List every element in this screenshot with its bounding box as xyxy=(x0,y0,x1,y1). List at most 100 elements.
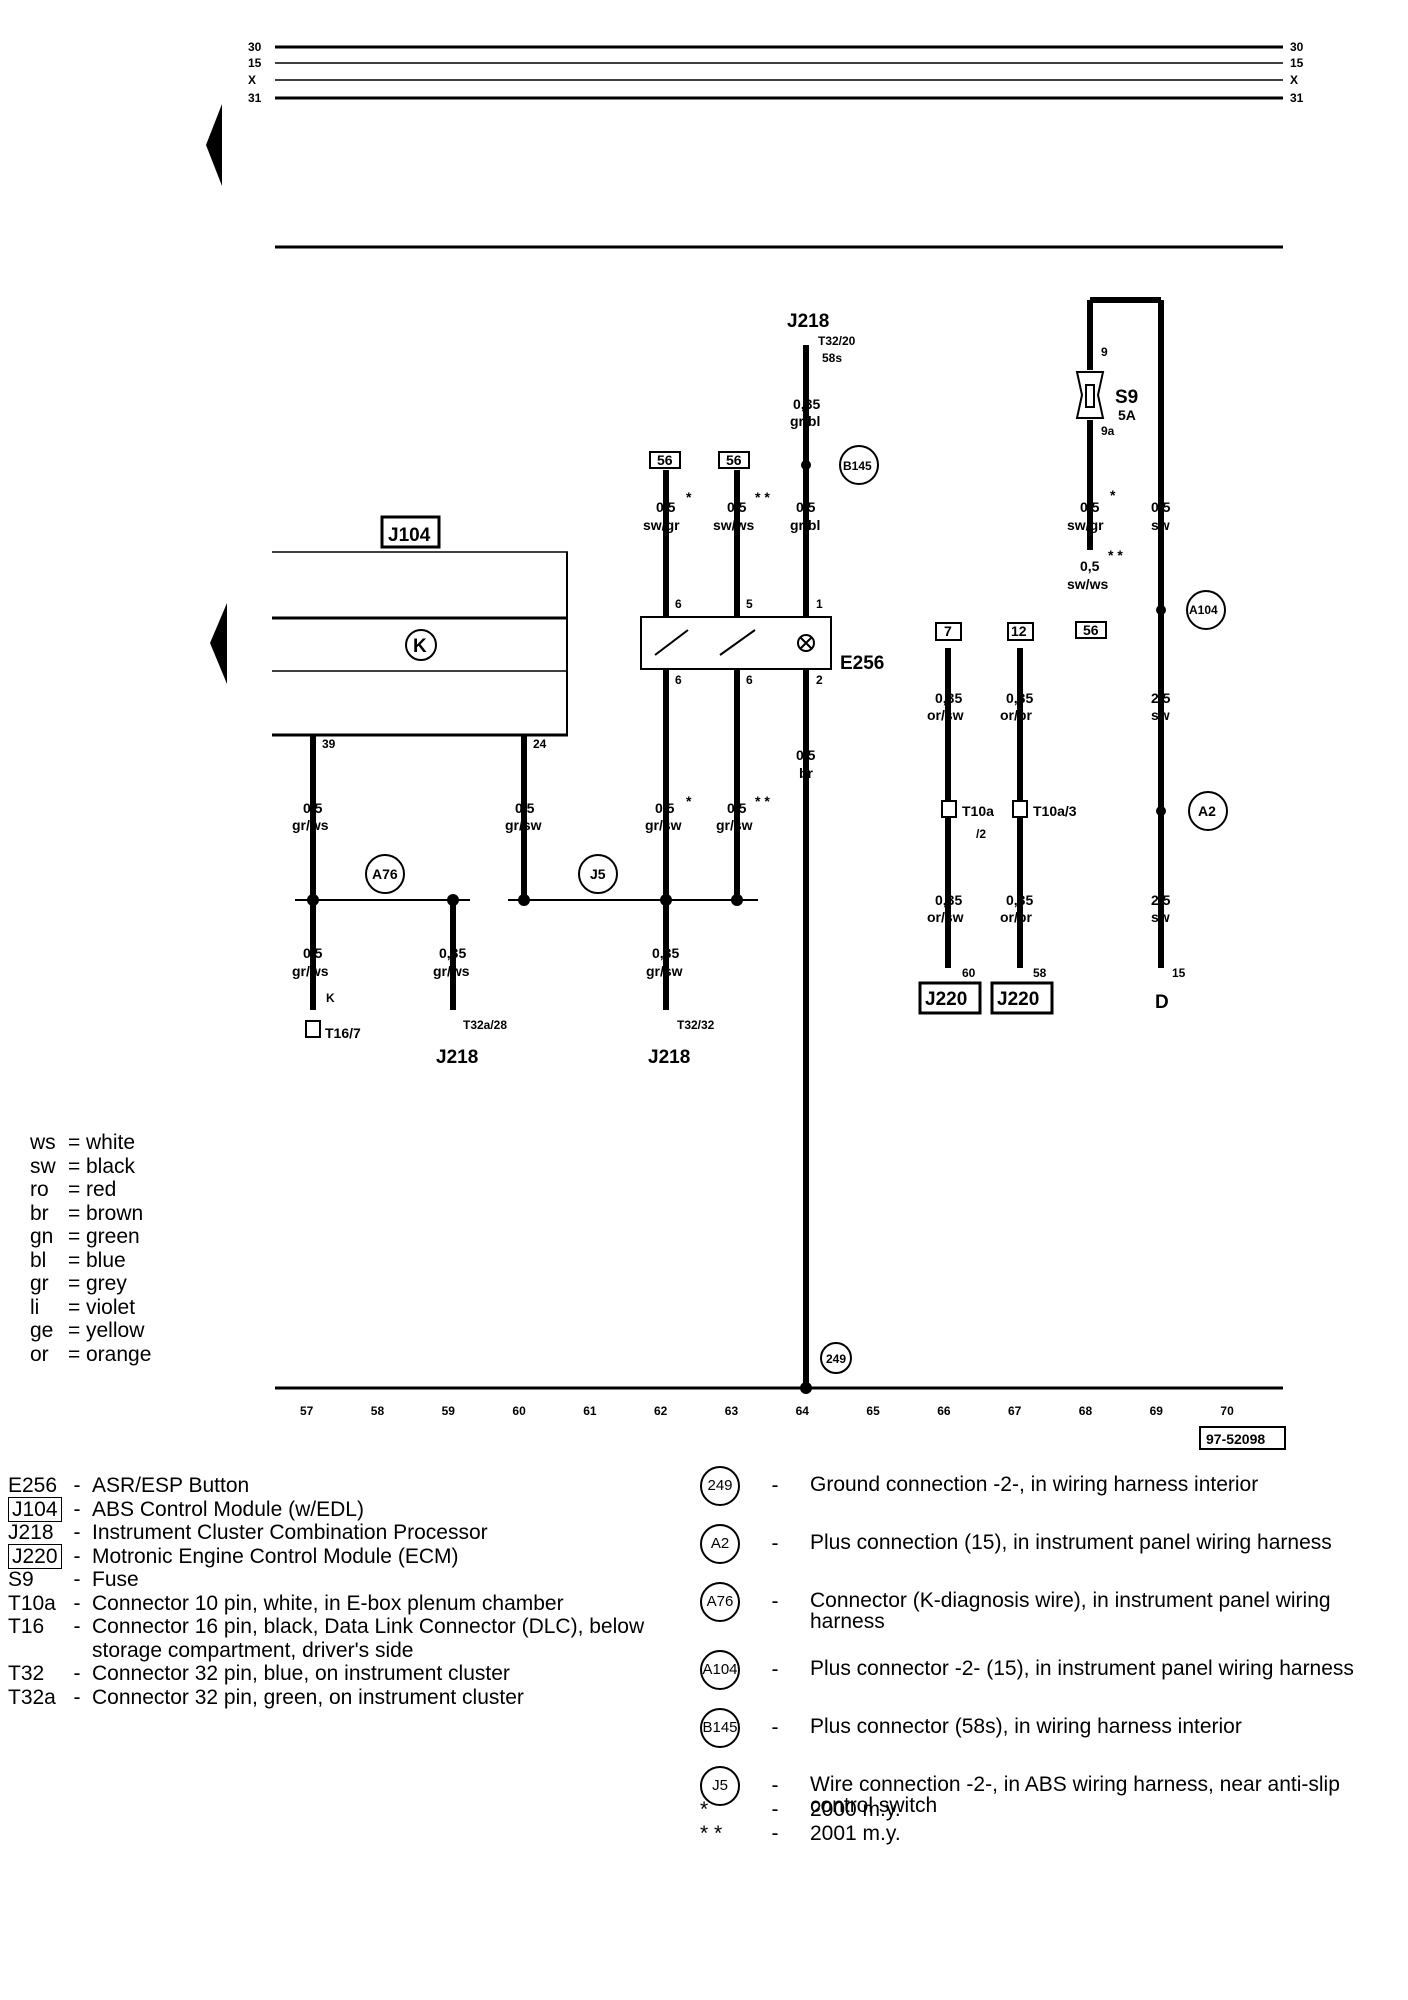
component-legend-row: J220-Motronic Engine Control Module (ECM… xyxy=(8,1543,698,1569)
pin-t32-32: T32/32 xyxy=(677,1018,715,1032)
color-name: blue xyxy=(86,1248,126,1272)
color-name: white xyxy=(86,1131,136,1154)
component-desc: Connector 32 pin, blue, on instrument cl… xyxy=(92,1662,510,1685)
component-legend-row: T16-Connector 16 pin, black, Data Link C… xyxy=(8,1615,698,1662)
wire-size-6: 0,5 xyxy=(796,499,816,515)
color-abbr: ws xyxy=(30,1131,56,1154)
pin-t10a-3: T10a/3 xyxy=(1033,803,1077,819)
wire-color-10: sw/gr xyxy=(1067,517,1104,533)
dash: - xyxy=(771,1821,779,1845)
component-code-text: T10a xyxy=(8,1591,56,1615)
component-desc: Fuse xyxy=(92,1568,139,1591)
pin-9: 9 xyxy=(1101,345,1108,359)
connection-legend-row: A104-Plus connector -2- (15), in instrum… xyxy=(700,1650,1400,1690)
dash: - xyxy=(73,1544,81,1568)
pin-t10a-2: T10a xyxy=(962,803,994,819)
connector-249: 249 xyxy=(826,1352,846,1366)
component-code-text: J218 xyxy=(8,1521,54,1544)
color-abbr: ge xyxy=(30,1319,54,1342)
pin-t32a-28: T32a/28 xyxy=(463,1018,507,1032)
note-symbol: * * xyxy=(700,1821,723,1845)
star-2: * * xyxy=(755,489,770,505)
component-code: J218 xyxy=(8,1521,62,1545)
connection-desc: Plus connector (58s), in wiring harness … xyxy=(810,1715,1242,1738)
pin-t16-7: T16/7 xyxy=(325,1025,361,1041)
dash: - xyxy=(771,1532,779,1555)
wire-size-7: 0,5 xyxy=(796,747,816,763)
equals-sign: = xyxy=(68,1178,81,1201)
box-56-b: 56 xyxy=(726,452,742,468)
wire-size-10: 0,5 xyxy=(1080,499,1100,515)
ground-number-68: 68 xyxy=(1079,1404,1093,1418)
component-code-text: T32 xyxy=(8,1662,45,1685)
component-code-text: T32a xyxy=(8,1685,56,1709)
component-legend-row: J104-ABS Control Module (w/EDL) xyxy=(8,1496,698,1522)
color-legend-row: ro=red xyxy=(30,1178,250,1202)
equals-sign: = xyxy=(68,1248,81,1272)
connector-a104: A104 xyxy=(1189,603,1218,617)
connection-code: A104 xyxy=(700,1650,740,1690)
ground-number-66: 66 xyxy=(937,1404,951,1418)
s9-rating: 5A xyxy=(1118,407,1136,423)
bus-label-15-right: 15 xyxy=(1290,56,1304,70)
color-legend-row: gr=grey xyxy=(30,1272,250,1296)
component-code-text: J220 xyxy=(8,1543,62,1569)
component-desc: Connector 10 pin, white, in E-box plenum… xyxy=(92,1591,564,1615)
color-name: yellow xyxy=(86,1319,145,1342)
wire-size-11: 0,5 xyxy=(1080,558,1100,574)
wire-color-20: gr/sw xyxy=(645,817,682,833)
equals-sign: = xyxy=(68,1319,81,1342)
connection-legend-row: J5-Wire connection -2-, in ABS wiring ha… xyxy=(700,1766,1400,1816)
bus-label-30-right: 30 xyxy=(1290,40,1304,54)
connection-desc: Plus connector -2- (15), in instrument p… xyxy=(810,1657,1354,1680)
color-name: grey xyxy=(86,1272,127,1295)
j218-label-right: J218 xyxy=(648,1047,690,1068)
power-bus: 30 15 X 31 30 15 X 31 xyxy=(248,40,1304,105)
wire-size-15: 0,35 xyxy=(935,892,962,908)
component-code-text: T16 xyxy=(8,1615,45,1638)
wire-color-21: gr/sw xyxy=(716,817,753,833)
wire-size-8: 0,35 xyxy=(935,690,962,706)
wire-size-18: 0,35 xyxy=(439,945,466,961)
j218-label-top: J218 xyxy=(787,311,829,332)
dash: - xyxy=(73,1568,81,1591)
component-desc: Motronic Engine Control Module (ECM) xyxy=(92,1544,459,1568)
color-name: brown xyxy=(86,1201,144,1225)
connection-code: A2 xyxy=(700,1524,740,1564)
component-code: J104 xyxy=(8,1496,62,1522)
continuation-arrow-top xyxy=(206,104,222,186)
color-abbr: gr xyxy=(30,1272,49,1295)
color-name: green xyxy=(86,1225,140,1248)
component-code: E256 xyxy=(8,1474,62,1498)
dash: - xyxy=(771,1798,779,1821)
pin-6-top: 6 xyxy=(675,597,682,611)
wire-color-17: gr/ws xyxy=(292,963,329,979)
reference-code: 97-52098 xyxy=(1206,1431,1265,1447)
pin-1: 1 xyxy=(816,597,823,611)
component-desc: Connector 16 pin, black, Data Link Conne… xyxy=(92,1615,645,1662)
bus-label-30-left: 30 xyxy=(248,40,262,54)
color-legend-row: bl=blue xyxy=(30,1249,250,1273)
wire-size-3: 0,5 xyxy=(656,499,676,515)
bus-label-15-left: 15 xyxy=(248,56,262,70)
component-desc: ASR/ESP Button xyxy=(92,1474,250,1497)
component-legend-row: T10a-Connector 10 pin, white, in E-box p… xyxy=(8,1592,698,1616)
wire-size-5: 0,35 xyxy=(793,396,820,412)
wire-color-8: or/sw xyxy=(927,707,964,723)
component-desc: Instrument Cluster Combination Processor xyxy=(92,1521,488,1544)
color-legend-row: gn=green xyxy=(30,1225,250,1249)
pin-58: 58 xyxy=(1033,966,1047,980)
equals-sign: = xyxy=(68,1201,81,1225)
wire-color-14: sw xyxy=(1151,909,1170,925)
connection-code: A76 xyxy=(700,1582,740,1622)
ground-number-59: 59 xyxy=(442,1404,456,1418)
wire-color-1: gr/ws xyxy=(292,817,329,833)
j104-module: J104 K xyxy=(272,515,568,737)
dash: - xyxy=(73,1497,81,1521)
ground-number-57: 57 xyxy=(300,1404,314,1418)
connection-desc: Ground connection -2-, in wiring harness… xyxy=(810,1473,1259,1496)
star-4: * * xyxy=(755,793,770,809)
wire-size-19: 0,35 xyxy=(652,945,679,961)
